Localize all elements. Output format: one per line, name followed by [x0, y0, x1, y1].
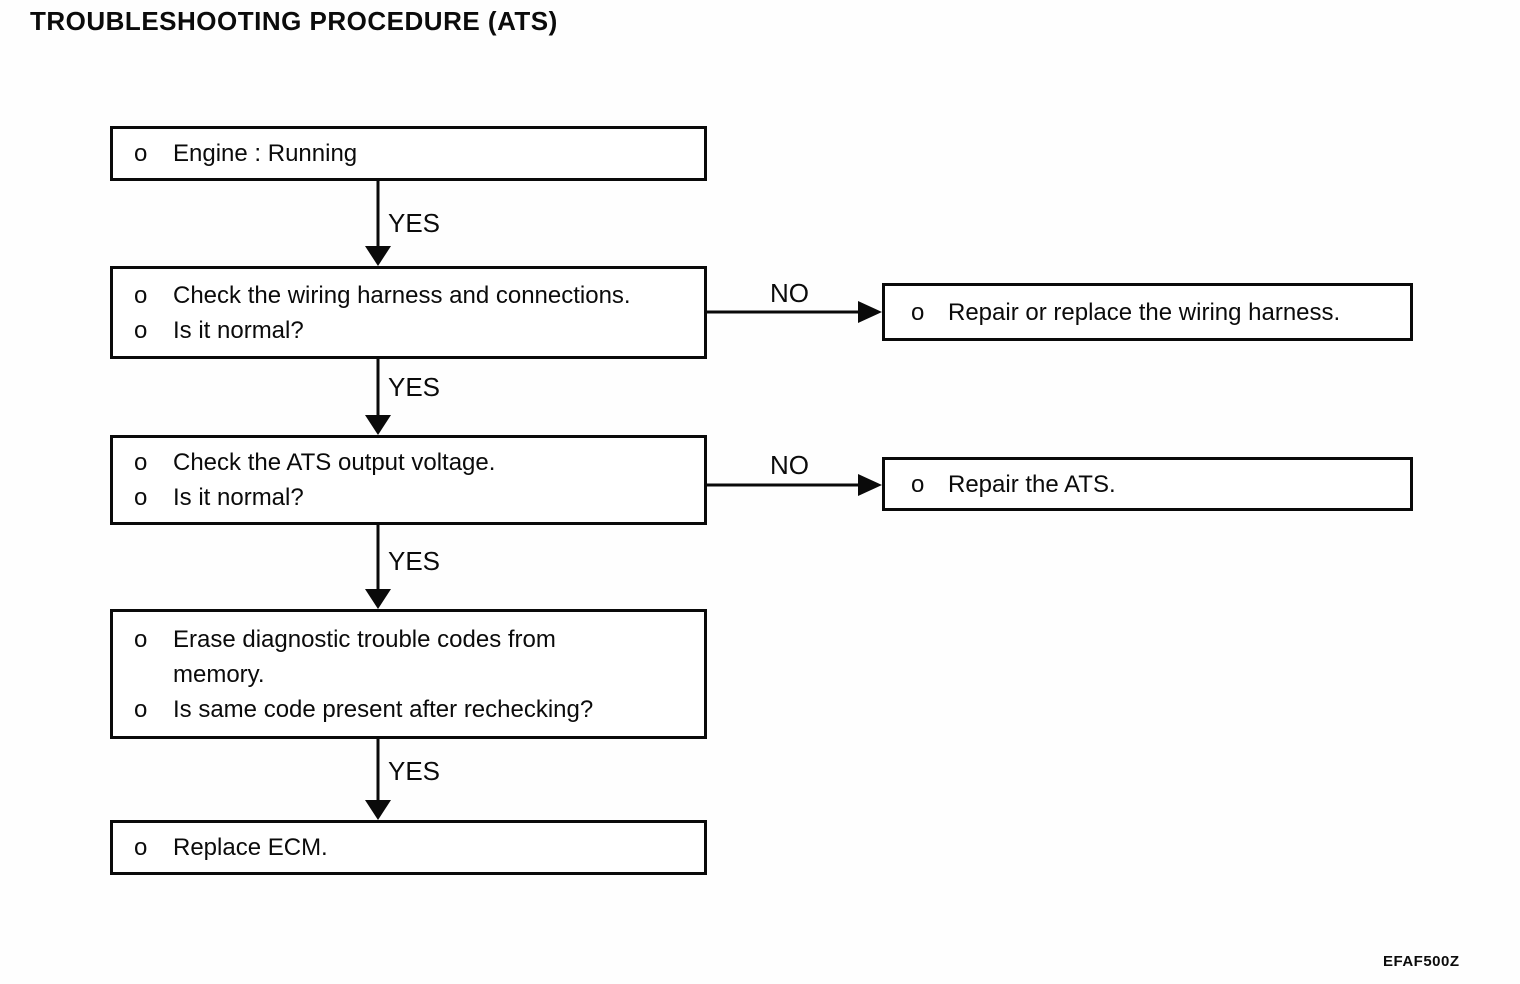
step-item: o Check the wiring harness and connectio… — [113, 278, 704, 313]
flow-step-replace-ecm: o Replace ECM. — [110, 820, 707, 875]
flow-action-repair-or-replace-wiring-harness: o Repair or replace the wiring harness. — [882, 283, 1413, 341]
step-item: o Is it normal? — [113, 313, 704, 348]
step-text: Erase diagnostic trouble codes from — [173, 625, 556, 653]
step-text: Replace ECM. — [173, 834, 328, 861]
bullet-icon: o — [134, 449, 148, 476]
action-text: Repair or replace the wiring harness. — [948, 298, 1341, 326]
bullet-icon: o — [134, 484, 148, 511]
flow-step-erase-diagnostic-trouble-codes: o Erase diagnostic trouble codes from me… — [110, 609, 707, 739]
flow-step-engine-running: o Engine : Running — [110, 126, 707, 181]
flow-step-check-ats-output-voltage: o Check the ATS output voltage. o Is it … — [110, 435, 707, 525]
yes-label-1: YES — [388, 208, 441, 238]
step-item: o Erase diagnostic trouble codes from me… — [113, 622, 704, 692]
action-item: o Repair or replace the wiring harness. — [885, 295, 1410, 330]
action-text: Repair the ATS. — [948, 470, 1116, 498]
step-text: Engine : Running — [173, 140, 358, 167]
step-text: Is it normal? — [173, 484, 304, 511]
action-item: o Repair the ATS. — [885, 467, 1410, 502]
bullet-icon: o — [134, 625, 148, 653]
bullet-icon: o — [134, 695, 148, 723]
step-text: memory. — [173, 660, 265, 688]
step-item: o Is it normal? — [113, 480, 704, 515]
bullet-icon: o — [911, 298, 925, 326]
page-title: TROUBLESHOOTING PROCEDURE (ATS) — [30, 6, 558, 36]
bullet-icon: o — [134, 316, 148, 344]
step-item: o Is same code present after rechecking? — [113, 692, 704, 727]
bullet-icon: o — [134, 140, 148, 167]
yes-label-4: YES — [388, 756, 441, 786]
no-label-2: NO — [770, 450, 809, 480]
step-text: Is it normal? — [173, 316, 304, 344]
no-label-1: NO — [770, 278, 809, 308]
step-item: o Check the ATS output voltage. — [113, 445, 704, 480]
step-item: o Replace ECM. — [113, 830, 704, 865]
step-text: Check the ATS output voltage. — [173, 449, 496, 476]
bullet-icon: o — [911, 470, 925, 498]
flow-action-repair-ats: o Repair the ATS. — [882, 457, 1413, 511]
flow-step-check-wiring-harness: o Check the wiring harness and connectio… — [110, 266, 707, 359]
figure-code: EFAF500Z — [1383, 953, 1460, 970]
step-text: Check the wiring harness and connections… — [173, 281, 631, 309]
yes-label-2: YES — [388, 372, 441, 402]
bullet-icon: o — [134, 834, 148, 861]
step-text: Is same code present after rechecking? — [173, 695, 594, 723]
yes-label-3: YES — [388, 546, 441, 576]
step-item: o Engine : Running — [113, 136, 704, 171]
bullet-icon: o — [134, 281, 148, 309]
